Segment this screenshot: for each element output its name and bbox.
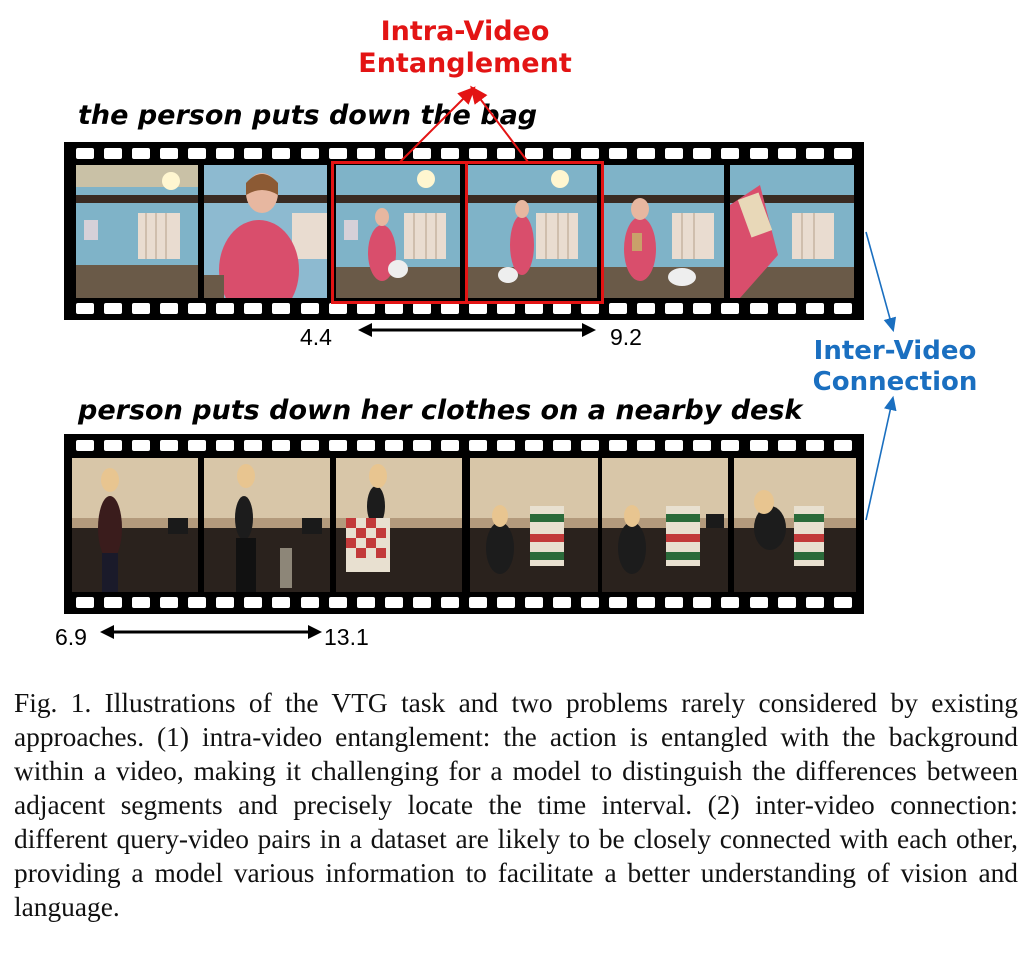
video1-frame-5 — [602, 165, 724, 298]
video1-span-arrowhead-left — [358, 323, 372, 337]
video2-frame-5 — [602, 458, 728, 592]
video2-frame-1 — [72, 458, 198, 592]
intra-arrow-left — [399, 86, 476, 163]
video2-end-time: 13.1 — [324, 624, 369, 650]
video2-top-sprocket-holes — [64, 440, 864, 451]
inter-arrow-top — [865, 231, 897, 333]
inter-arrow-bottom — [865, 395, 897, 521]
video2-frame-2 — [204, 458, 330, 592]
video2-span-arrowhead-left — [100, 625, 114, 639]
video2-frame-4 — [470, 458, 598, 592]
video2-bottom-sprocket-holes — [64, 597, 864, 608]
video2-query: person puts down her clothes on a nearby… — [78, 395, 803, 426]
video1-end-time: 9.2 — [610, 324, 642, 350]
video2-frame-6 — [734, 458, 856, 592]
video2-span-arrowhead-right — [308, 625, 322, 639]
video1-frame-6 — [730, 165, 854, 298]
video1-span-arrowhead-right — [582, 323, 596, 337]
video1-frame-3 — [336, 165, 460, 298]
video2-frame-3 — [336, 458, 462, 592]
video1-frame-4 — [468, 165, 597, 298]
video1-start-time: 4.4 — [300, 324, 332, 350]
video1-top-sprocket-holes — [64, 148, 864, 159]
inter-label-line1: Inter-Video — [813, 336, 977, 366]
intra-label-line2: Entanglement — [358, 48, 572, 79]
figure-caption: Fig. 1. Illustrations of the VTG task an… — [14, 688, 1018, 922]
video1-frame-2 — [204, 165, 327, 298]
intra-arrow-right — [470, 85, 529, 163]
video1-bottom-sprocket-holes — [64, 303, 864, 314]
inter-label-line2: Connection — [812, 367, 978, 397]
video1-frame-1 — [76, 165, 198, 298]
video1-query: the person puts down the bag — [78, 100, 538, 131]
video2-start-time: 6.9 — [55, 624, 87, 650]
intra-video-entanglement-label: Intra-Video Entanglement — [350, 16, 580, 80]
intra-label-line1: Intra-Video — [380, 16, 550, 47]
inter-video-connection-label: Inter-Video Connection — [800, 336, 990, 398]
video1-highlight-box-2 — [465, 161, 604, 304]
